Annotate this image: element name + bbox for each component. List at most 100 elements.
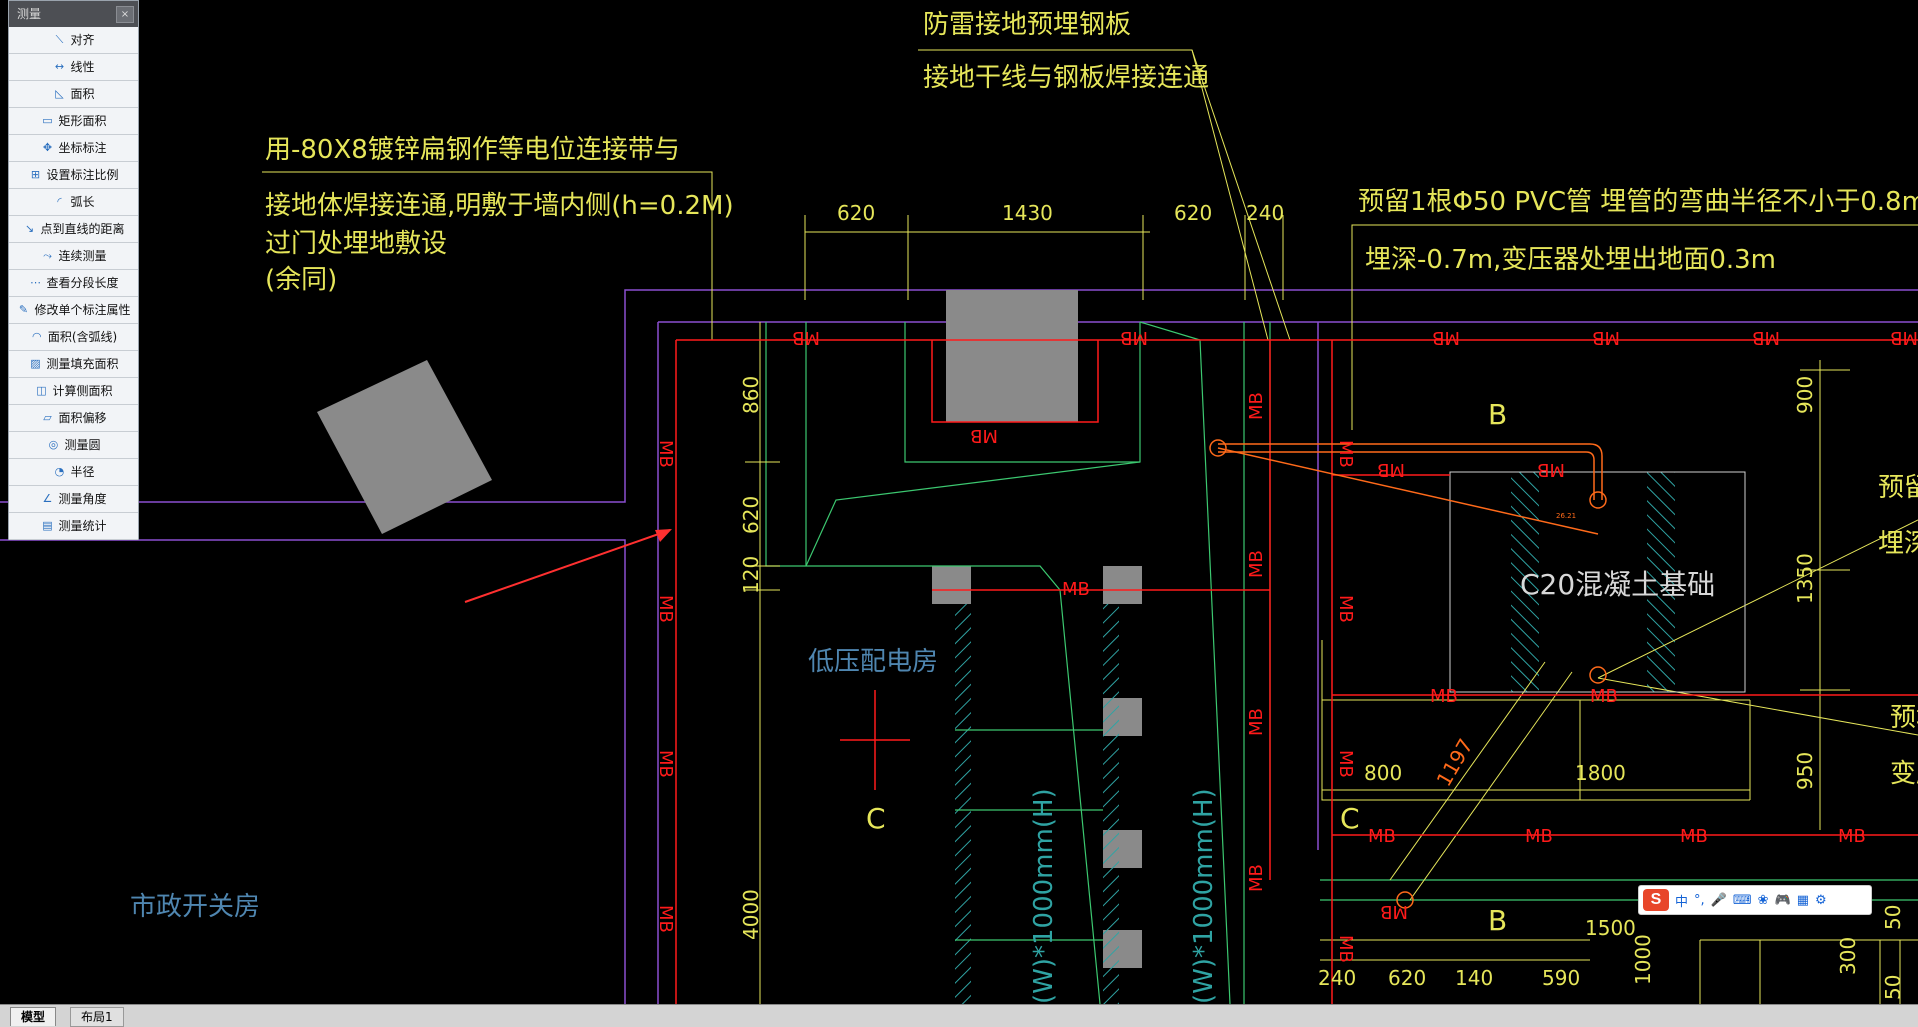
measure-tool-label: 计算侧面积	[52, 384, 113, 398]
svg-text:MB: MB	[1432, 327, 1460, 348]
concrete-base-label: C20混凝土基础	[1520, 568, 1715, 601]
measure-tool-item[interactable]: ▭ 矩形面积	[9, 108, 138, 135]
dim-bottom-240: 240	[1318, 966, 1356, 990]
measure-tool-item[interactable]: ▨测量填充面积	[9, 351, 138, 378]
dim-left-4000: 4000	[739, 889, 763, 940]
statistics-icon: ▤	[42, 519, 53, 532]
measure-tool-item[interactable]: ◎测量圆	[9, 432, 138, 459]
area-offset-icon: ▱	[43, 411, 52, 424]
dim-1000: 1000	[1631, 934, 1655, 985]
measure-tool-label: 弧长	[70, 195, 95, 209]
measure-tool-label: 线性	[70, 60, 95, 74]
note-pvc-2: 埋深-0.7m,变压器处埋出地面0.3m	[1365, 245, 1776, 275]
svg-text:MB: MB	[1890, 327, 1918, 348]
measure-tool-item[interactable]: ⋯ 查看分段长度	[9, 270, 138, 297]
dim-right-1350: 1350	[1793, 553, 1817, 604]
dim-left-620: 620	[739, 496, 763, 534]
measure-tool-label: 测量填充面积	[46, 357, 119, 371]
arc-length-icon: ◜	[57, 195, 62, 208]
measure-tool-item[interactable]: ✥坐标标注	[9, 135, 138, 162]
svg-text:MB: MB	[970, 425, 998, 446]
dim-1197: 1197	[1432, 734, 1478, 790]
microphone-icon[interactable]: 🎤	[1710, 892, 1727, 908]
svg-text:MB: MB	[1062, 579, 1090, 600]
measure-tool-item[interactable]: ∠测量角度	[9, 486, 138, 513]
panel-close-icon[interactable]: ×	[116, 6, 134, 23]
ime-toolbar[interactable]: S 中 °, 🎤 ⌨ ❀ 🎮 ▦ ⚙	[1638, 885, 1872, 915]
ime-lang-toggle[interactable]: 中	[1675, 894, 1689, 910]
measure-tool-item[interactable]: ◔半径	[9, 459, 138, 486]
measure-tool-label: 修改单个标注属性	[34, 303, 131, 317]
svg-text:MB: MB	[1246, 864, 1267, 892]
measure-tool-item[interactable]: ◠ 面积(含弧线)	[9, 324, 138, 351]
measure-panel: 测量 × ⟍对齐↔线性◺面积 ▭ 矩形面积 ✥坐标标注⊞设置标注比例 ◜ 弧长 ↘点到直线的…	[8, 0, 139, 540]
svg-text:MB: MB	[655, 750, 676, 778]
measure-tool-item[interactable]: ⊞设置标注比例	[9, 162, 138, 189]
svg-text:MB: MB	[1752, 327, 1780, 348]
svg-text:MB: MB	[655, 905, 676, 933]
dim-right-900: 900	[1793, 376, 1817, 414]
room-municipal-switch: 市政开关房	[130, 892, 260, 922]
svg-text:MB: MB	[1335, 440, 1356, 468]
dim-bottom-50b: 50	[1881, 975, 1905, 1000]
dim-top-620a: 620	[837, 201, 875, 225]
section-b-top: B	[1488, 398, 1507, 431]
cad-model-space[interactable]: 防雷接地预埋钢板 接地干线与钢板焊接连通 用-80X8镀锌扁钢作等电位连接带与 …	[0, 0, 1918, 1004]
skin-icon[interactable]: ❀	[1757, 892, 1769, 908]
svg-text:MB: MB	[655, 440, 676, 468]
measure-tool-label: 连续测量	[58, 249, 107, 263]
section-c-left: C	[866, 802, 886, 835]
note-right-4: 变压	[1890, 759, 1918, 789]
measure-tool-label: 测量圆	[64, 438, 101, 452]
tab-layout1[interactable]: 布局1	[70, 1007, 124, 1027]
continuous-measure-icon: ⤳	[43, 249, 52, 262]
measure-panel-title: 测量 ×	[9, 1, 138, 27]
segment-length-icon: ⋯	[29, 276, 41, 289]
svg-text:MB: MB	[1246, 550, 1267, 578]
measure-tool-label: 面积(含弧线)	[47, 330, 118, 344]
scale-icon: ⊞	[30, 168, 41, 181]
dim-bottom-620: 620	[1388, 966, 1426, 990]
hatched-wall	[1103, 604, 1119, 1004]
measure-tool-item[interactable]: ◜ 弧长	[9, 189, 138, 216]
measure-tool-label: 坐标标注	[58, 141, 107, 155]
svg-text:MB: MB	[792, 327, 820, 348]
svg-text:MB: MB	[1246, 392, 1267, 420]
measure-tool-item[interactable]: ⤳ 连续测量	[9, 243, 138, 270]
keyboard-icon[interactable]: ⌨	[1732, 892, 1752, 908]
measure-tool-item[interactable]: ◫ 计算侧面积	[9, 378, 138, 405]
settings-gear-icon[interactable]: ⚙	[1815, 892, 1827, 908]
svg-text:MB: MB	[1838, 826, 1866, 847]
measure-tool-item[interactable]: ↔线性	[9, 54, 138, 81]
game-icon[interactable]: 🎮	[1774, 892, 1791, 908]
measure-tool-item[interactable]: ↘点到直线的距离	[9, 216, 138, 243]
section-c-mid: C	[1340, 802, 1360, 835]
dim-right-950: 950	[1793, 752, 1817, 790]
svg-text:MB: MB	[1430, 686, 1458, 707]
mb-tags: MB MB MB MB MB MB MB MB MB MB MB MB MB M…	[655, 327, 1918, 963]
note-flat-steel-1: 用-80X8镀锌扁钢作等电位连接带与	[265, 135, 680, 165]
dim-bottom-140: 140	[1455, 966, 1493, 990]
side-area-icon: ◫	[36, 384, 47, 397]
note-right-1: 预留	[1878, 473, 1918, 503]
measure-tool-item[interactable]: ⟍对齐	[9, 27, 138, 54]
measure-tool-label: 查看分段长度	[46, 276, 119, 290]
dim-bottom-300: 300	[1836, 937, 1860, 975]
align-measure-icon: ⟍	[55, 33, 64, 46]
dim-top-620b: 620	[1174, 201, 1212, 225]
tab-model[interactable]: 模型	[10, 1007, 57, 1026]
dim-left-120: 120	[739, 556, 763, 594]
sogou-logo-icon[interactable]: S	[1643, 889, 1669, 911]
rect-area-icon: ▭	[42, 114, 53, 127]
ime-punct-toggle[interactable]: °,	[1694, 892, 1705, 908]
note-right-3: 预埋	[1890, 703, 1918, 733]
arc-area-icon: ◠	[32, 330, 42, 343]
measure-tool-item[interactable]: ◺面积	[9, 81, 138, 108]
measure-tool-item[interactable]: ✎ 修改单个标注属性	[9, 297, 138, 324]
measure-tool-item[interactable]: ▤测量统计	[9, 513, 138, 540]
toolbox-icon[interactable]: ▦	[1796, 892, 1809, 908]
measure-tool-item[interactable]: ▱面积偏移	[9, 405, 138, 432]
cad-text: 防雷接地预埋钢板 接地干线与钢板焊接连通 用-80X8镀锌扁钢作等电位连接带与 …	[265, 10, 1918, 1000]
edit-annotation-icon: ✎	[18, 303, 29, 316]
measure-tool-label: 矩形面积	[58, 114, 107, 128]
